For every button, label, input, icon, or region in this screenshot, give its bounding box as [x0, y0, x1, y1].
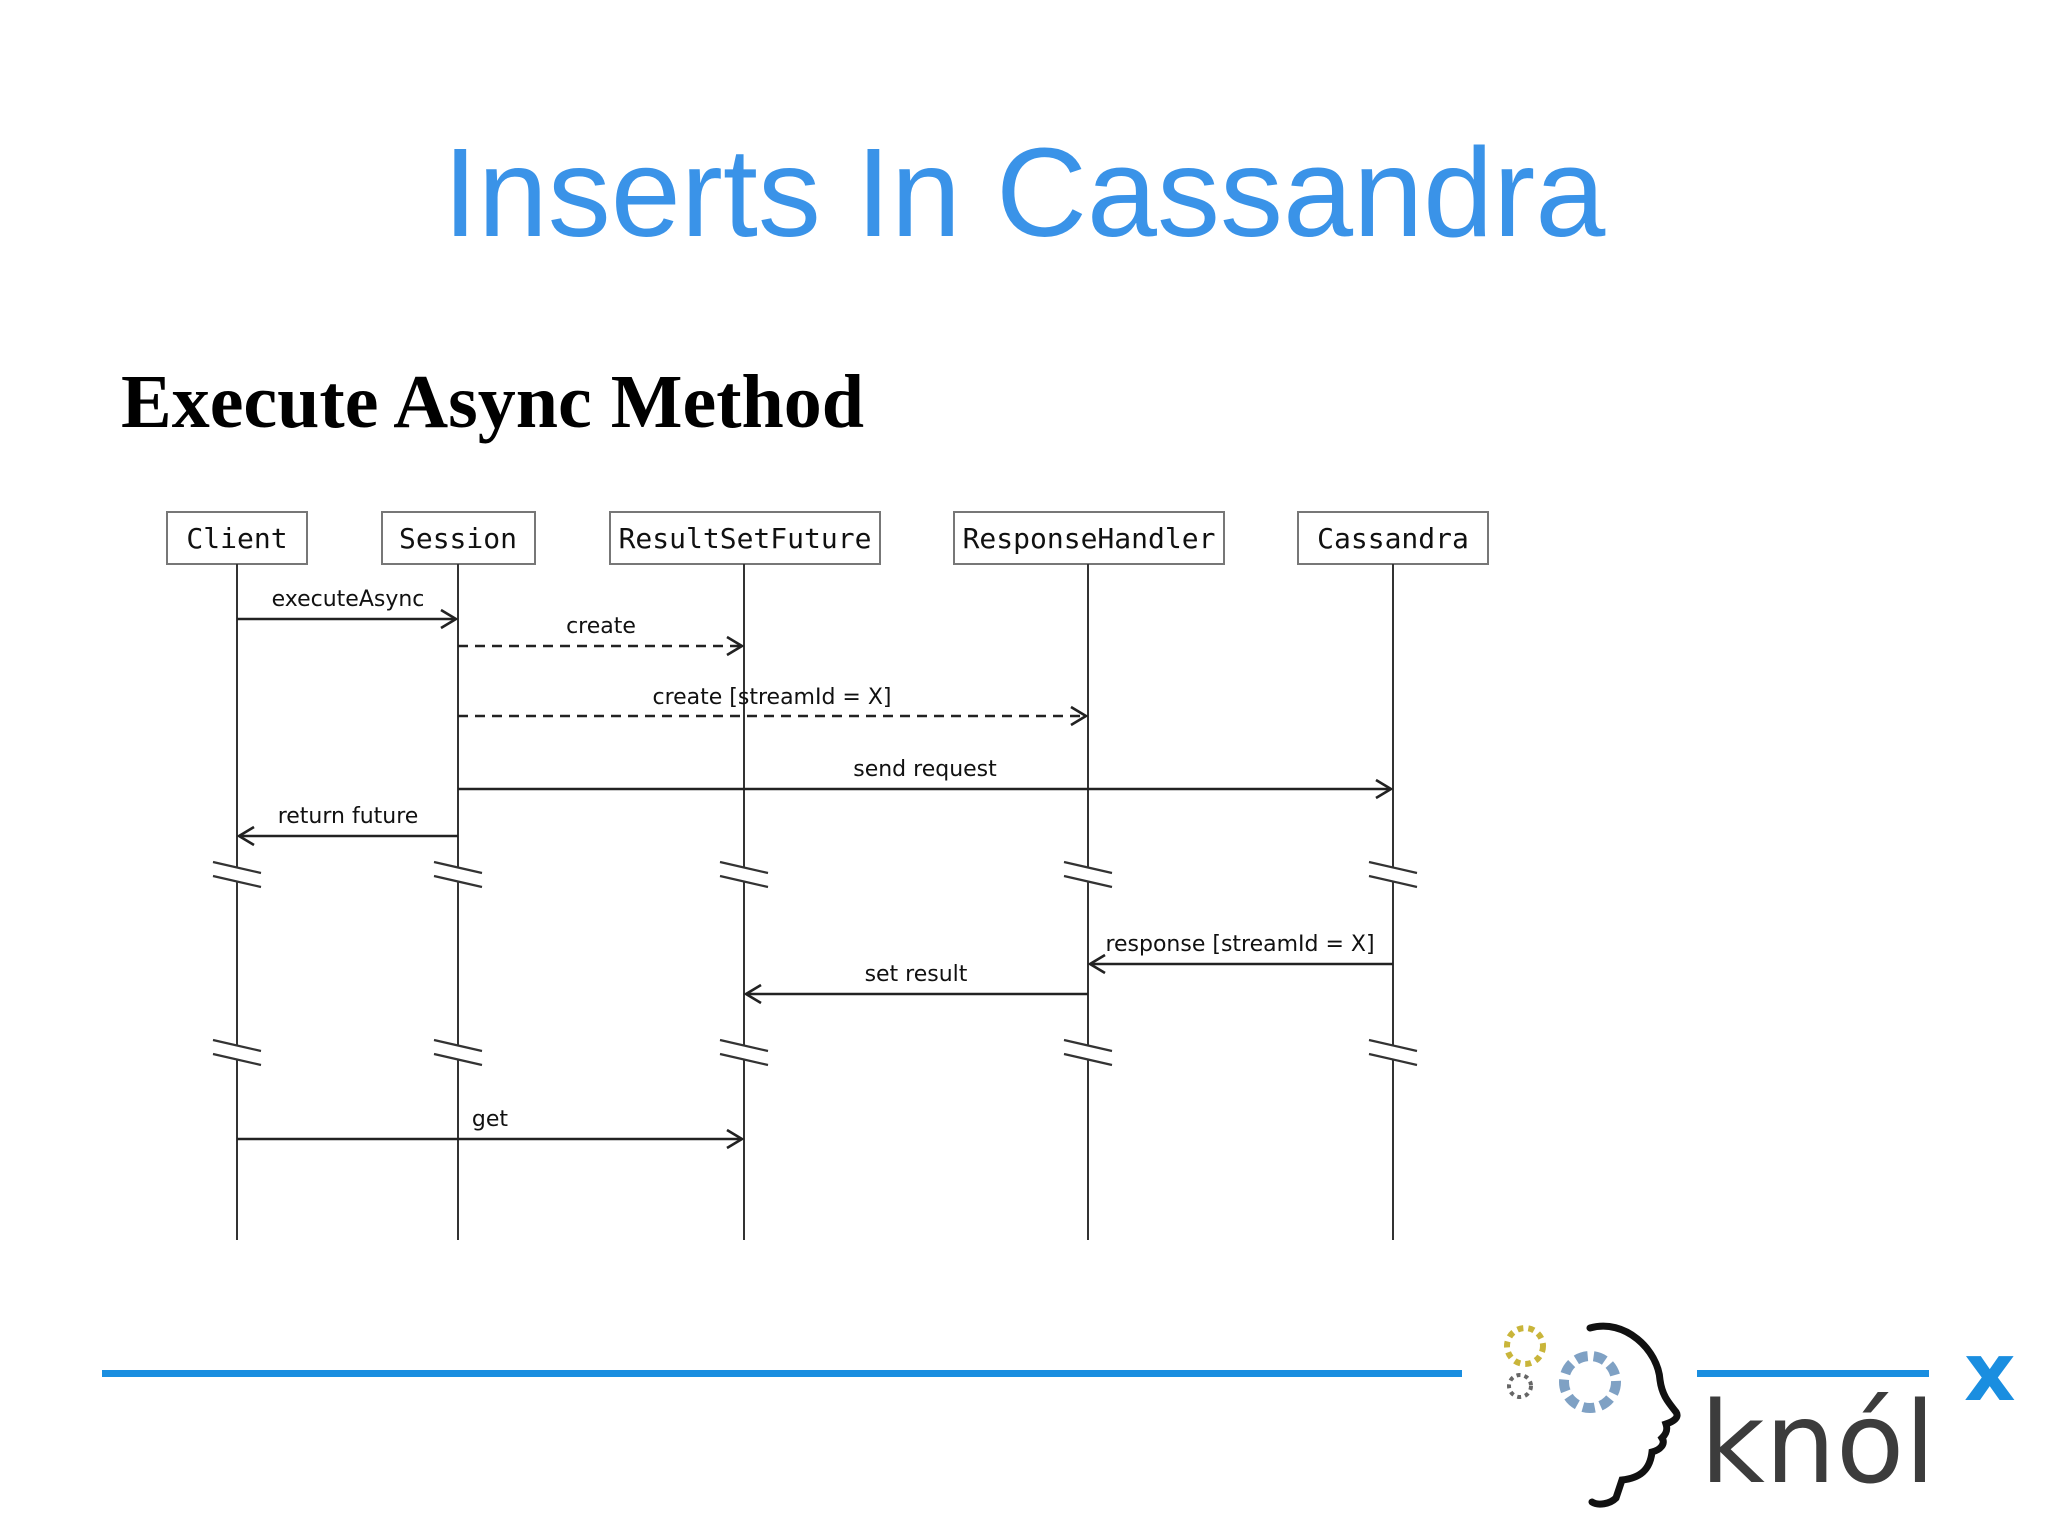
participant-session-label: Session — [399, 522, 517, 555]
message-send-request-label: send request — [853, 757, 997, 782]
message-return-future-label: return future — [278, 804, 419, 829]
message-create: create — [458, 614, 745, 657]
gear-icon — [1504, 1325, 1546, 1367]
knolx-logo: knól x — [1504, 1322, 2016, 1509]
message-create-streamid-label: create [streamId = X] — [652, 685, 891, 710]
participant-resultsetfuture: ResultSetFuture — [609, 511, 881, 565]
participant-cassandra-label: Cassandra — [1317, 522, 1469, 555]
participant-cassandra: Cassandra — [1297, 511, 1489, 565]
participant-resultsetfuture-label: ResultSetFuture — [619, 522, 872, 555]
footer-divider-left — [102, 1370, 1462, 1377]
slide-title: Inserts In Cassandra — [442, 122, 1606, 263]
message-execute-async-label: executeAsync — [272, 587, 425, 612]
message-get: get — [237, 1107, 745, 1150]
head-silhouette-icon — [1586, 1322, 1681, 1508]
message-return-future: return future — [236, 804, 458, 847]
message-set-result: set result — [743, 962, 1088, 1005]
participant-responsehandler: ResponseHandler — [953, 511, 1225, 565]
gear-icon-small — [1507, 1373, 1533, 1399]
lifeline-break-row-1 — [212, 860, 1418, 889]
message-response-streamid: response [streamId = X] — [1087, 932, 1393, 975]
participant-client: Client — [166, 511, 308, 565]
message-get-label: get — [472, 1107, 509, 1132]
logo-superscript: x — [1964, 1326, 2016, 1419]
gear-icon-large — [1559, 1351, 1621, 1413]
message-create-label: create — [566, 614, 636, 639]
lifeline-break-row-2 — [212, 1038, 1418, 1067]
participant-client-label: Client — [186, 522, 287, 555]
message-execute-async: executeAsync — [237, 587, 459, 630]
participant-session: Session — [381, 511, 536, 565]
message-set-result-label: set result — [865, 962, 968, 987]
message-send-request: send request — [458, 757, 1394, 800]
slide-subtitle: Execute Async Method — [121, 360, 865, 444]
logo-text: knól — [1700, 1379, 1935, 1509]
footer-divider-right — [1697, 1370, 1929, 1377]
message-create-streamid: create [streamId = X] — [458, 685, 1089, 727]
participant-responsehandler-label: ResponseHandler — [963, 522, 1216, 555]
message-response-streamid-label: response [streamId = X] — [1105, 932, 1374, 957]
